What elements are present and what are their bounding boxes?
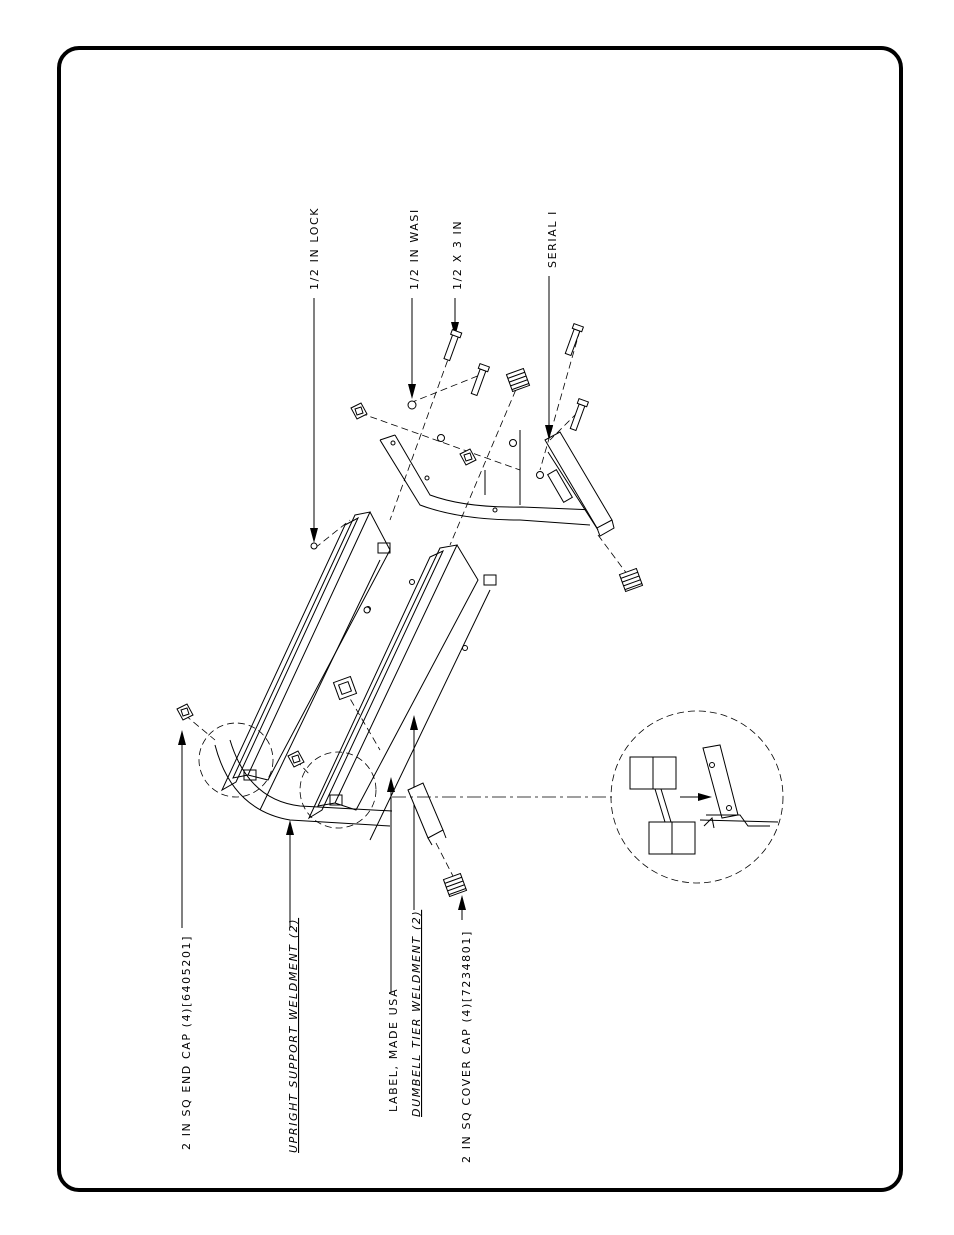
tier-bracket (702, 744, 739, 819)
drawing-border (57, 46, 903, 1192)
upright-support-rear (379, 430, 615, 537)
end-caps (176, 402, 477, 768)
label-made-usa: LABEL, MADE USA (387, 988, 400, 1112)
label-cover-cap: 2 IN SQ COVER CAP (4)[7234801] (460, 930, 473, 1163)
callout-lock: 1/2 IN LOCK (308, 207, 321, 543)
callout-serial: SERIAL I (545, 210, 559, 440)
label-lock: 1/2 IN LOCK (308, 207, 321, 290)
callout-label-usa: LABEL, MADE USA (387, 777, 400, 1112)
label-upright: UPRIGHT SUPPORT WELDMENT (2) (287, 918, 300, 1153)
callout-end-cap: 2 IN SQ END CAP (4)[6405201] (178, 730, 193, 1150)
callout-upright: UPRIGHT SUPPORT WELDMENT (2) (286, 820, 300, 1153)
dumbbell-tier-front (307, 544, 497, 841)
label-bolt: 1/2 X 3 IN (451, 220, 464, 290)
detail-view (610, 710, 784, 884)
cover-caps (332, 367, 644, 898)
label-serial: SERIAL I (546, 210, 559, 268)
upright-support-front (214, 739, 447, 846)
bolt-hardware (443, 322, 590, 432)
label-washer: 1/2 IN WASI (408, 208, 421, 290)
callout-cover-cap: 2 IN SQ COVER CAP (4)[7234801] (458, 895, 473, 1163)
callout-washer: 1/2 IN WASI (408, 208, 421, 399)
washers (310, 400, 544, 614)
label-tier: DUMBELL TIER WELDMENT (2) (410, 910, 423, 1117)
detail-circle-front (299, 751, 377, 829)
detail-circle-rear (198, 722, 274, 798)
dumbbell-tier-rear (220, 511, 391, 811)
callout-bolt: 1/2 X 3 IN (451, 220, 464, 337)
label-end-cap: 2 IN SQ END CAP (4)[6405201] (180, 935, 193, 1150)
callout-tier: DUMBELL TIER WELDMENT (2) (410, 715, 423, 1117)
assembly-lines (184, 329, 631, 881)
